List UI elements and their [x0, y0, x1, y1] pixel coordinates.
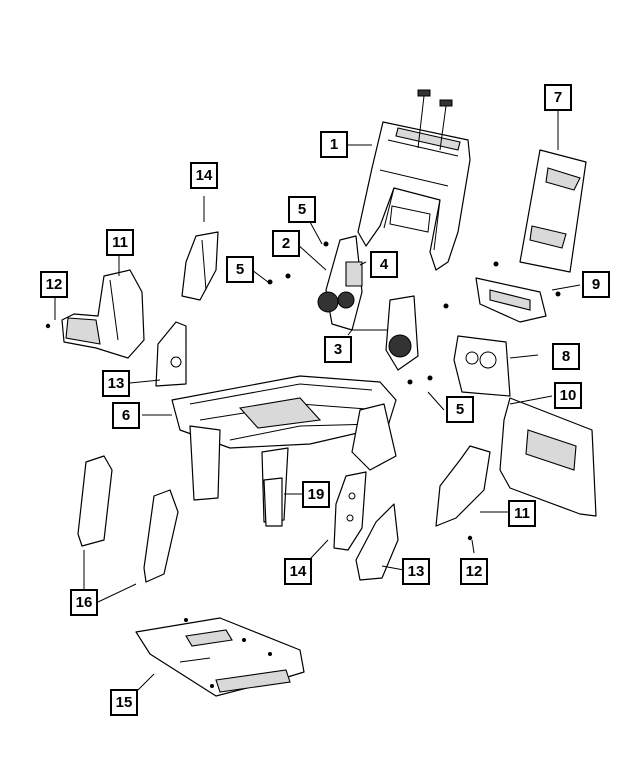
- hinge-cover-lower: [333, 471, 367, 551]
- callout-8: 8: [552, 343, 580, 370]
- callout-6: 6: [112, 402, 140, 429]
- latch-housing: [453, 335, 511, 397]
- seat-base-frame: [171, 375, 397, 523]
- callout-12-right: 12: [460, 558, 488, 585]
- callout-5-left: 5: [226, 256, 254, 283]
- callout-3: 3: [324, 336, 352, 363]
- recliner-mechanism: [317, 235, 419, 371]
- callout-5-right: 5: [446, 396, 474, 423]
- callout-5-upper: 5: [288, 196, 316, 223]
- callout-2: 2: [272, 230, 300, 257]
- callout-1: 1: [320, 131, 348, 158]
- seat-back-frame: [357, 121, 471, 271]
- side-trim-front: [77, 455, 113, 547]
- fasteners: [45, 241, 561, 688]
- callout-14-lower: 14: [284, 558, 312, 585]
- callout-11-left: 11: [106, 229, 134, 256]
- callout-4: 4: [370, 251, 398, 278]
- leader-lines: [54, 111, 581, 691]
- side-trim-rear: [143, 489, 179, 583]
- back-panel: [519, 149, 587, 273]
- callout-13-right: 13: [402, 558, 430, 585]
- callout-16: 16: [70, 589, 98, 616]
- floor-plate: [135, 617, 305, 697]
- hinge-bracket-right: [355, 503, 399, 581]
- bracket: [475, 277, 547, 323]
- hinge-bracket-left: [155, 321, 187, 387]
- latch: [263, 477, 283, 527]
- side-shield-left: [61, 269, 145, 359]
- callout-9: 9: [582, 271, 610, 298]
- callout-19: 19: [302, 481, 330, 508]
- callout-15: 15: [110, 689, 138, 716]
- callout-12-left: 12: [40, 271, 68, 298]
- headrest-bolts: [417, 89, 453, 151]
- callout-10: 10: [554, 382, 582, 409]
- callout-14-upper: 14: [190, 162, 218, 189]
- callout-7: 7: [544, 84, 572, 111]
- callout-13-left: 13: [102, 370, 130, 397]
- side-shield-right: [435, 445, 491, 527]
- rear-cover: [499, 397, 597, 517]
- callout-11-right: 11: [508, 500, 536, 527]
- hinge-cover-upper: [181, 231, 219, 301]
